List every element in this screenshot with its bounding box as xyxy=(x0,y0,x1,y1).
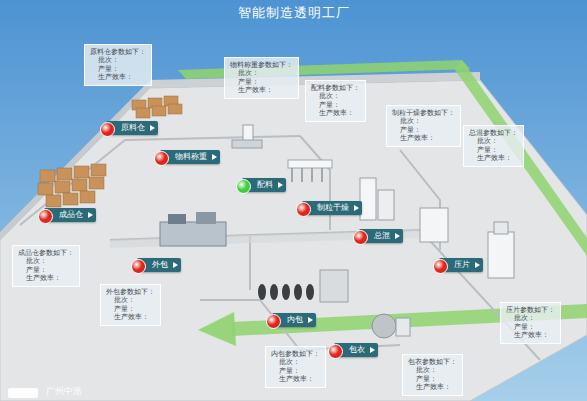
station-tag: 压片 xyxy=(439,258,483,272)
parameter-panel: 总混参数如下：批次：产量：生产效率： xyxy=(463,125,524,167)
station-tag: 原料仓 xyxy=(106,121,158,135)
panel-field: 批次： xyxy=(18,257,74,265)
panel-field: 生产效率： xyxy=(90,73,146,81)
panel-heading: 配料参数如下： xyxy=(311,84,360,92)
status-dot xyxy=(433,259,448,274)
parameter-panel: 压片参数如下：批次：产量：生产效率： xyxy=(500,302,561,344)
panel-heading: 内包参数如下： xyxy=(271,350,320,358)
panel-field: 批次： xyxy=(311,92,360,100)
panel-field: 产量： xyxy=(106,305,155,313)
page-title: 智能制造透明工厂 xyxy=(0,4,587,22)
station-name: 成品仓 xyxy=(59,210,83,219)
panel-field: 批次： xyxy=(230,69,293,77)
station-name: 物料称重 xyxy=(175,152,207,161)
status-dot xyxy=(296,202,311,217)
arrow-icon xyxy=(475,262,480,268)
station-tag: 外包 xyxy=(137,258,181,272)
arrow-icon xyxy=(395,233,400,239)
status-dot xyxy=(328,344,343,359)
panel-field: 产量： xyxy=(90,65,146,73)
station-tag: 内包 xyxy=(272,313,316,327)
panel-field: 生产效率： xyxy=(106,313,155,321)
status-dot xyxy=(154,151,169,166)
panel-field: 批次： xyxy=(106,296,155,304)
panel-heading: 成品仓参数如下： xyxy=(18,249,74,257)
panel-heading: 包衣参数如下： xyxy=(408,358,457,366)
parameter-panel: 原料仓参数如下：批次：产量：生产效率： xyxy=(84,44,152,86)
panel-field: 产量： xyxy=(506,323,555,331)
station-name: 包衣 xyxy=(349,345,365,354)
station-tag: 物料称重 xyxy=(160,150,220,164)
panel-field: 生产效率： xyxy=(18,274,74,282)
parameter-panel: 制粒干燥参数如下：批次：产量：生产效率： xyxy=(386,105,461,147)
station-name: 配料 xyxy=(257,180,273,189)
station-name: 内包 xyxy=(287,315,303,324)
panel-field: 批次： xyxy=(469,137,518,145)
parameter-panel: 配料参数如下：批次：产量：生产效率： xyxy=(305,80,366,122)
station-name: 外包 xyxy=(152,260,168,269)
panel-field: 批次： xyxy=(271,358,320,366)
panel-heading: 压片参数如下： xyxy=(506,306,555,314)
arrow-icon xyxy=(212,154,217,160)
status-dot xyxy=(266,314,281,329)
panel-heading: 总混参数如下： xyxy=(469,129,518,137)
parameter-panel: 包衣参数如下：批次：产量：生产效率： xyxy=(402,354,463,396)
panel-field: 产量： xyxy=(408,375,457,383)
station-tag: 制粒干燥 xyxy=(302,201,362,215)
watermark: 广州中浩 xyxy=(46,385,82,398)
status-dot xyxy=(100,122,115,137)
panel-heading: 外包参数如下： xyxy=(106,288,155,296)
panel-field: 产量： xyxy=(230,78,293,86)
arrow-icon xyxy=(370,347,375,353)
panel-field: 产量： xyxy=(18,266,74,274)
panel-field: 生产效率： xyxy=(408,383,457,391)
panel-field: 批次： xyxy=(392,117,455,125)
arrow-icon xyxy=(150,125,155,131)
panel-field: 批次： xyxy=(90,56,146,64)
station-name: 压片 xyxy=(454,260,470,269)
panel-field: 产量： xyxy=(311,101,360,109)
parameter-panel: 物料称重参数如下：批次：产量：生产效率： xyxy=(224,57,299,99)
arrow-icon xyxy=(354,205,359,211)
panel-field: 生产效率： xyxy=(392,134,455,142)
panel-field: 产量： xyxy=(392,126,455,134)
panel-field: 产量： xyxy=(469,146,518,154)
panel-field: 产量： xyxy=(271,367,320,375)
station-tag: 配料 xyxy=(242,178,286,192)
panel-heading: 原料仓参数如下： xyxy=(90,48,146,56)
station-name: 总混 xyxy=(374,231,390,240)
arrow-icon xyxy=(88,212,93,218)
station-name: 制粒干燥 xyxy=(317,203,349,212)
status-dot xyxy=(353,230,368,245)
panel-field: 生产效率： xyxy=(311,109,360,117)
parameter-panel: 外包参数如下：批次：产量：生产效率： xyxy=(100,284,161,326)
panel-field: 生产效率： xyxy=(230,86,293,94)
panel-field: 生产效率： xyxy=(469,154,518,162)
panel-field: 生产效率： xyxy=(506,331,555,339)
panel-field: 批次： xyxy=(506,314,555,322)
arrow-icon xyxy=(278,182,283,188)
arrow-icon xyxy=(173,262,178,268)
station-tag: 成品仓 xyxy=(44,208,96,222)
station-tag: 总混 xyxy=(359,229,403,243)
arrow-icon xyxy=(308,317,313,323)
station-name: 原料仓 xyxy=(121,123,145,132)
panel-heading: 物料称重参数如下： xyxy=(230,61,293,69)
panel-field: 生产效率： xyxy=(271,375,320,383)
parameter-panel: 内包参数如下：批次：产量：生产效率： xyxy=(265,346,326,388)
status-dot xyxy=(38,209,53,224)
status-dot xyxy=(236,179,251,194)
parameter-panel: 成品仓参数如下：批次：产量：生产效率： xyxy=(12,245,80,287)
status-dot xyxy=(131,259,146,274)
panel-field: 批次： xyxy=(408,366,457,374)
panel-heading: 制粒干燥参数如下： xyxy=(392,109,455,117)
station-tag: 包衣 xyxy=(334,343,378,357)
